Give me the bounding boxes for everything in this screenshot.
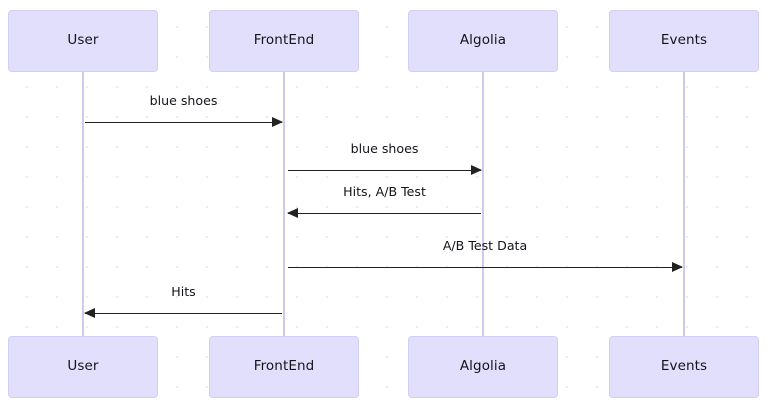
lifeline-algolia [482, 72, 484, 336]
message-line [288, 213, 481, 214]
lifeline-user [82, 72, 84, 336]
message-line [85, 122, 282, 123]
participant-header-frontend[interactable]: FrontEnd [209, 10, 359, 72]
participant-label: User [67, 358, 99, 375]
message-label: Hits, A/B Test [343, 184, 426, 199]
participant-label: Events [660, 358, 708, 375]
participant-label: Algolia [459, 358, 507, 375]
arrowhead-right-icon [672, 262, 683, 272]
participant-header-events[interactable]: Events [609, 10, 759, 72]
message-line [288, 170, 481, 171]
participant-label: User [67, 32, 99, 49]
participant-label: FrontEnd [253, 358, 315, 375]
lifeline-frontend [283, 72, 285, 336]
lifeline-events [683, 72, 685, 336]
arrowhead-left-icon [84, 308, 95, 318]
arrowhead-left-icon [287, 208, 298, 218]
arrowhead-right-icon [272, 117, 283, 127]
participant-label: Algolia [459, 32, 507, 49]
participant-footer-algolia[interactable]: Algolia [408, 336, 558, 398]
message-label: blue shoes [149, 93, 218, 108]
message-label: A/B Test Data [442, 238, 528, 253]
message-line [288, 267, 682, 268]
message-line [85, 313, 282, 314]
message-label: blue shoes [350, 141, 419, 156]
participant-header-user[interactable]: User [8, 10, 158, 72]
participant-header-algolia[interactable]: Algolia [408, 10, 558, 72]
participant-footer-frontend[interactable]: FrontEnd [209, 336, 359, 398]
participant-label: Events [660, 32, 708, 49]
arrowhead-right-icon [471, 165, 482, 175]
message-label: Hits [171, 284, 196, 299]
participant-label: FrontEnd [253, 32, 315, 49]
participant-footer-user[interactable]: User [8, 336, 158, 398]
participant-footer-events[interactable]: Events [609, 336, 759, 398]
